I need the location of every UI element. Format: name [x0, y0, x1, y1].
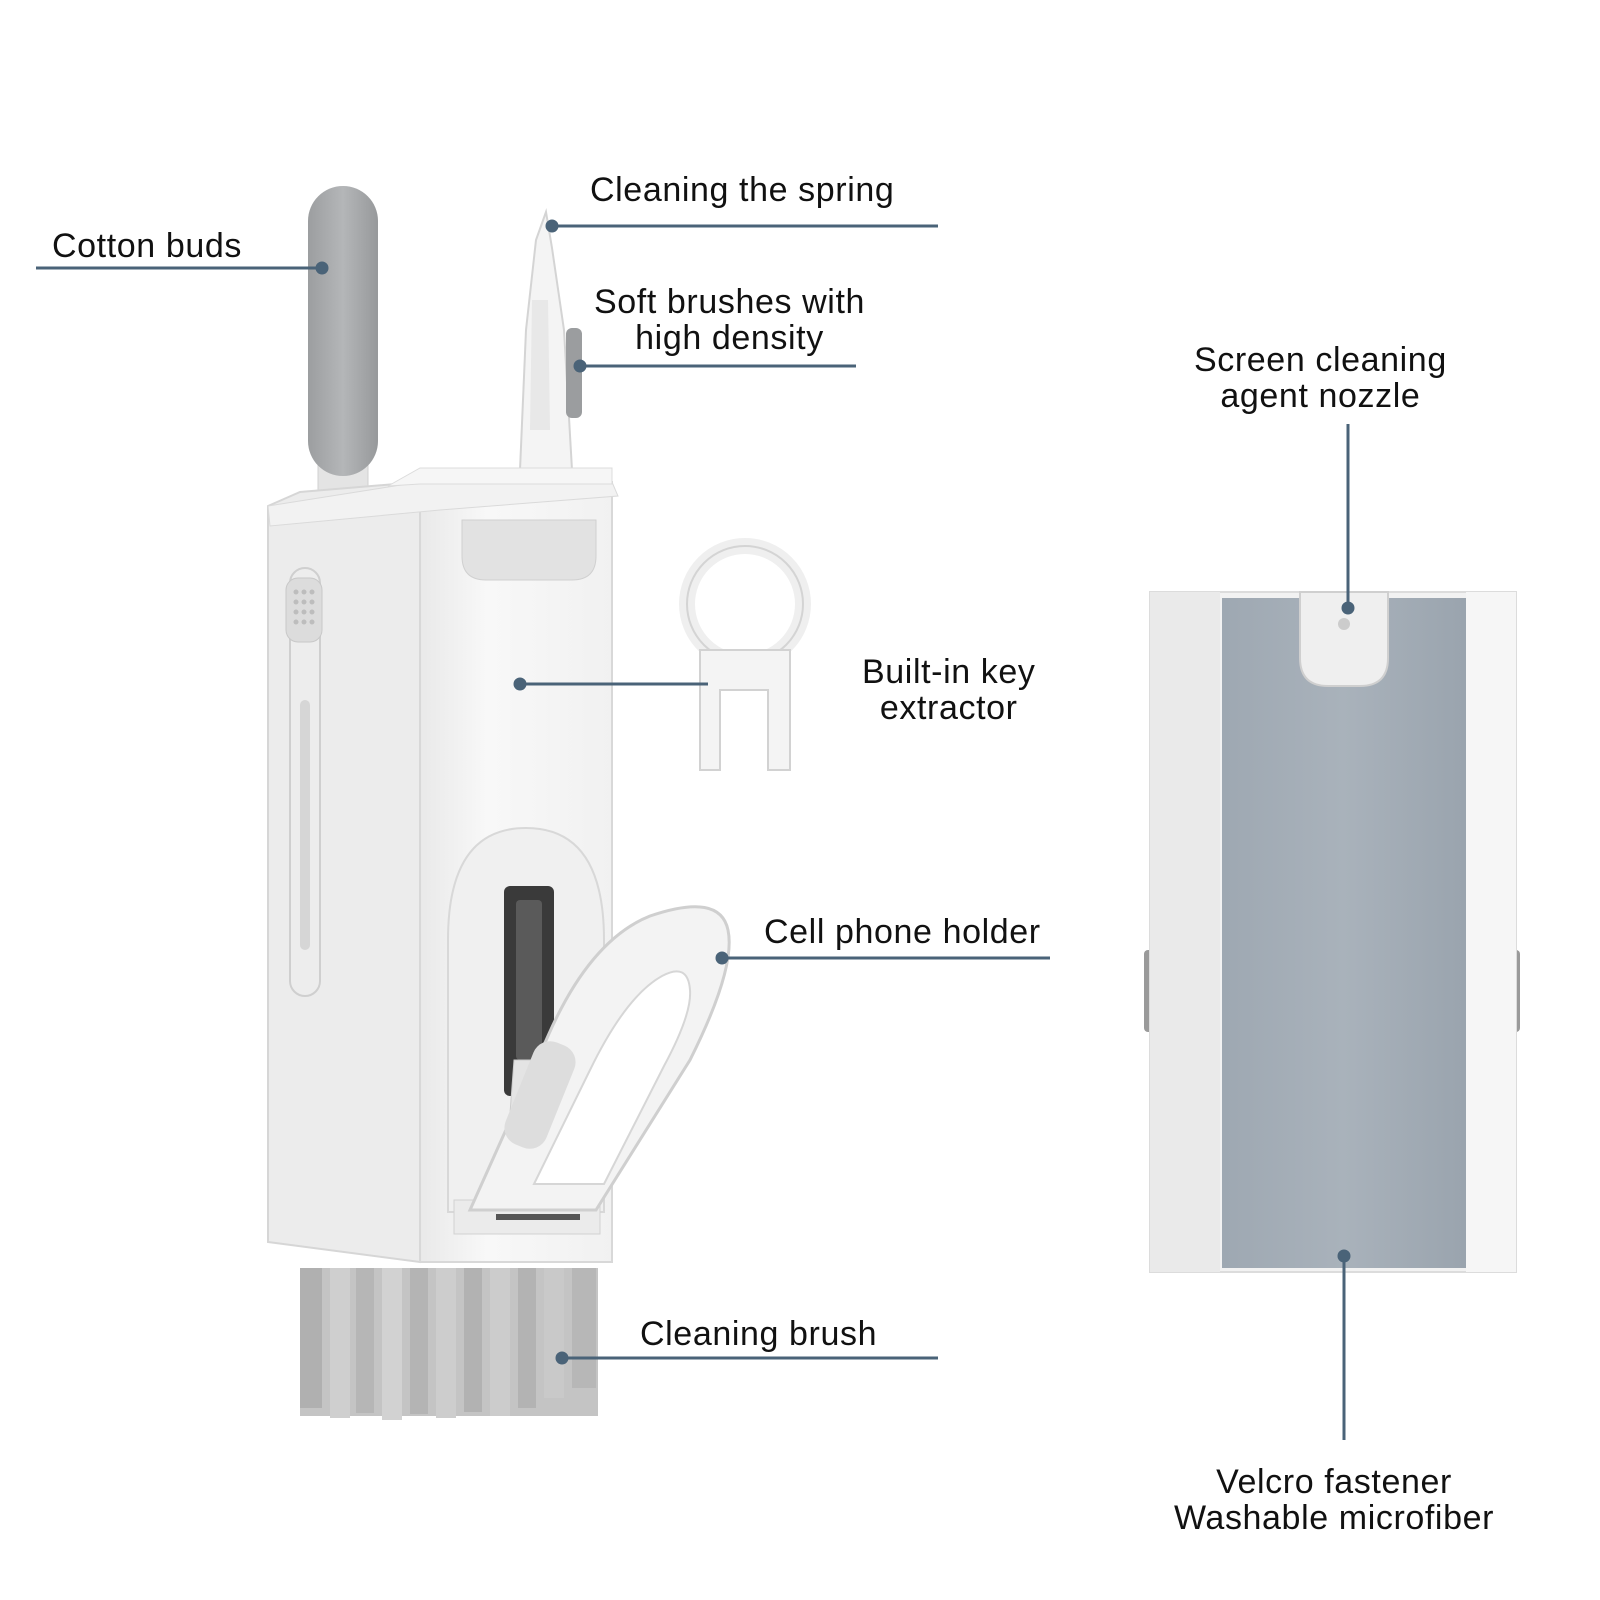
phone-holder-loop [467, 905, 731, 1212]
spring-cleaning-pen [518, 208, 582, 471]
label-line: Built-in key [862, 653, 1036, 691]
label-cleaning-brush: Cleaning brush [640, 1316, 877, 1352]
label-line: extractor [879, 689, 1018, 727]
label-line: agent nozzle [1220, 377, 1421, 415]
key-extractor [679, 538, 811, 771]
label-nozzle: Screen cleaning agent nozzle [1194, 342, 1447, 414]
label-phone-holder: Cell phone holder [764, 914, 1041, 950]
label-key-extractor: Built-in key extractor [862, 654, 1035, 726]
label-line: Velcro fastener [1216, 1463, 1452, 1501]
label-cotton-buds: Cotton buds [52, 228, 242, 264]
label-line: Cell phone holder [764, 913, 1041, 951]
cleaning-brush-bristles [300, 1268, 598, 1420]
label-line: high density [635, 319, 824, 357]
microfiber-pad [1144, 591, 1520, 1273]
cotton-bud [308, 186, 378, 516]
label-soft-brushes: Soft brushes with high density [594, 284, 865, 356]
label-cleaning-spring: Cleaning the spring [590, 172, 894, 208]
label-line: Cleaning the spring [590, 171, 895, 209]
label-microfiber: Velcro fastener Washable microfiber [1174, 1464, 1494, 1536]
label-line: Screen cleaning [1194, 341, 1447, 379]
label-line: Cotton buds [52, 227, 242, 265]
label-line: Cleaning brush [640, 1315, 878, 1353]
leader-lines [36, 219, 1355, 1440]
label-line: Washable microfiber [1174, 1499, 1495, 1537]
label-line: Soft brushes with [594, 283, 865, 321]
